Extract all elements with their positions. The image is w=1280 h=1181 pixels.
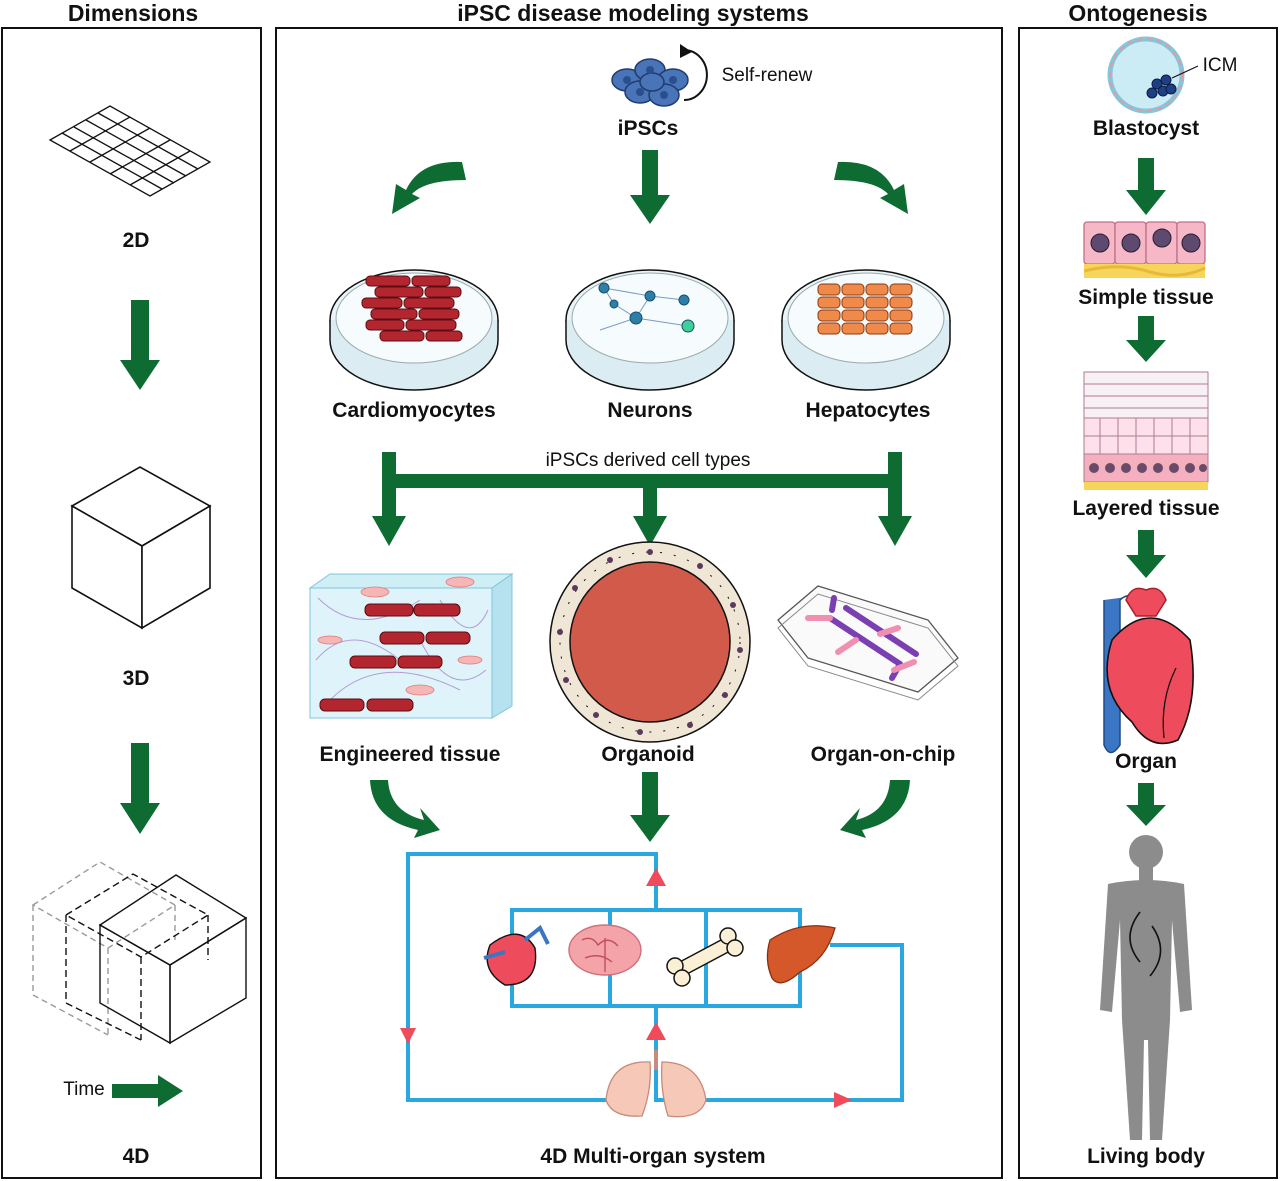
petri-dish-cardiomyocytes: [329, 269, 499, 391]
ipsc-header: iPSC disease modeling systems: [457, 0, 809, 26]
time-arrow-icon: [112, 1075, 183, 1107]
brain-icon: [568, 924, 642, 976]
label-ipscs: iPSCs: [617, 117, 679, 140]
cube-3d-icon: [70, 466, 212, 630]
curved-arrow-left-icon: [840, 780, 910, 838]
blastocyst-icon: [1107, 36, 1199, 114]
organ-on-chip-icon: [777, 585, 959, 701]
human-body-icon: [1100, 835, 1192, 1140]
label-simple-tissue: Simple tissue: [1078, 286, 1214, 309]
flow-arrow-icon: [400, 868, 852, 1108]
self-renew-arrow-icon: [680, 44, 708, 101]
label-organoid: Organoid: [601, 743, 695, 766]
ontogenesis-header: Ontogenesis: [1068, 0, 1208, 26]
cube-4d-icon: [31, 861, 248, 1045]
ipsc-cluster-icon: [611, 58, 689, 107]
label-neurons: Neurons: [607, 399, 693, 422]
curved-arrow-right-icon: [370, 780, 440, 838]
heart-organ-icon: [1103, 587, 1194, 754]
arrow-down-icon: [120, 743, 160, 834]
arrow-down-icon: [1126, 530, 1166, 578]
label-self-renew: Self-renew: [721, 65, 813, 86]
label-icm: ICM: [1202, 55, 1238, 76]
label-cardiomyocytes: Cardiomyocytes: [332, 399, 496, 422]
heart-icon: [483, 924, 550, 986]
arrow-down-icon: [630, 150, 670, 224]
petri-dish-neurons: [565, 269, 735, 391]
label-derived-cell-types: iPSCs derived cell types: [541, 450, 755, 472]
ontogenesis-panel: [1018, 27, 1278, 1179]
label-4d: 4D: [122, 1145, 150, 1168]
arrow-down-icon: [120, 300, 160, 390]
label-organ-on-chip: Organ-on-chip: [810, 743, 956, 766]
label-hepatocytes: Hepatocytes: [805, 399, 931, 422]
label-3d: 3D: [122, 667, 150, 690]
arrow-down-icon: [1126, 158, 1166, 215]
derived-branch-arrows: [372, 452, 912, 546]
dimensions-panel: [1, 27, 262, 1179]
organoid-icon: [549, 541, 751, 743]
lungs-icon: [605, 1050, 707, 1118]
dimensions-header: Dimensions: [67, 0, 199, 26]
bone-icon: [666, 927, 744, 987]
label-2d: 2D: [122, 229, 150, 252]
petri-dish-hepatocytes: [781, 269, 951, 391]
layered-tissue-icon: [1083, 371, 1209, 490]
arrow-down-icon: [630, 772, 670, 842]
label-organ: Organ: [1115, 750, 1177, 773]
label-time: Time: [63, 1079, 105, 1100]
engineered-tissue-icon: [308, 573, 514, 719]
label-layered-tissue: Layered tissue: [1072, 497, 1220, 520]
curved-arrow-right-icon: [834, 161, 908, 214]
simple-tissue-icon: [1083, 221, 1206, 278]
label-living-body: Living body: [1087, 1145, 1205, 1168]
arrow-down-icon: [1126, 316, 1166, 362]
ipsc-panel: [275, 27, 1003, 1179]
label-engineered-tissue: Engineered tissue: [319, 743, 501, 766]
label-blastocyst: Blastocyst: [1092, 117, 1200, 140]
grid-2d-icon: [48, 105, 212, 197]
curved-arrow-left-icon: [392, 161, 466, 214]
label-4d-multi-organ-system: 4D Multi-organ system: [540, 1145, 766, 1168]
arrow-down-icon: [1126, 783, 1166, 826]
liver-icon: [766, 925, 836, 984]
